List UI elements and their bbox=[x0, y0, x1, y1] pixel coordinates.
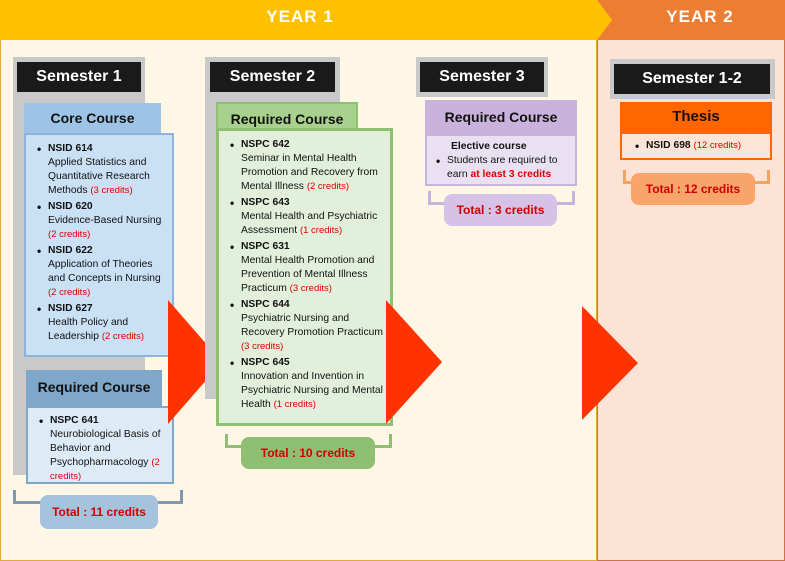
elective-title: Elective course bbox=[451, 141, 527, 152]
semester1-title: Semester 1 bbox=[17, 62, 141, 92]
semester3-title: Semester 3 bbox=[420, 62, 544, 92]
elective-note: Students are required to earn at least 3… bbox=[436, 154, 569, 182]
s1-total: Total : 11 credits bbox=[40, 495, 158, 529]
course-item: NSID 698 (12 credits) bbox=[635, 139, 766, 153]
core-course-header: Core Course bbox=[24, 103, 161, 133]
arrow-right-icon bbox=[582, 306, 638, 420]
s3-required-header: Required Course bbox=[425, 100, 577, 136]
s1-required-header-label: Required Course bbox=[37, 379, 151, 395]
year1-label: YEAR 1 bbox=[266, 7, 334, 26]
semester12-title: Semester 1-2 bbox=[614, 64, 770, 94]
thesis-header-label: Thesis bbox=[672, 108, 720, 125]
s1-required-header: Required Course bbox=[26, 370, 162, 406]
thesis-header: Thesis bbox=[620, 102, 772, 132]
arrow-right-icon bbox=[168, 300, 222, 424]
thesis-list: NSID 698 (12 credits) bbox=[620, 132, 772, 160]
s3-elective-box: Elective course Students are required to… bbox=[425, 134, 577, 186]
core-course-header-label: Core Course bbox=[50, 110, 135, 126]
s3-total: Total : 3 credits bbox=[444, 194, 557, 226]
semester2-title: Semester 2 bbox=[210, 62, 335, 92]
s2-total: Total : 10 credits bbox=[241, 437, 375, 469]
year-banner bbox=[0, 0, 785, 40]
s12-total: Total : 12 credits bbox=[631, 173, 755, 205]
s2-required-header-label: Required Course bbox=[230, 111, 344, 127]
arrow-right-icon bbox=[386, 300, 442, 424]
year2-label: YEAR 2 bbox=[666, 7, 734, 26]
s3-required-header-label: Required Course bbox=[444, 109, 558, 125]
